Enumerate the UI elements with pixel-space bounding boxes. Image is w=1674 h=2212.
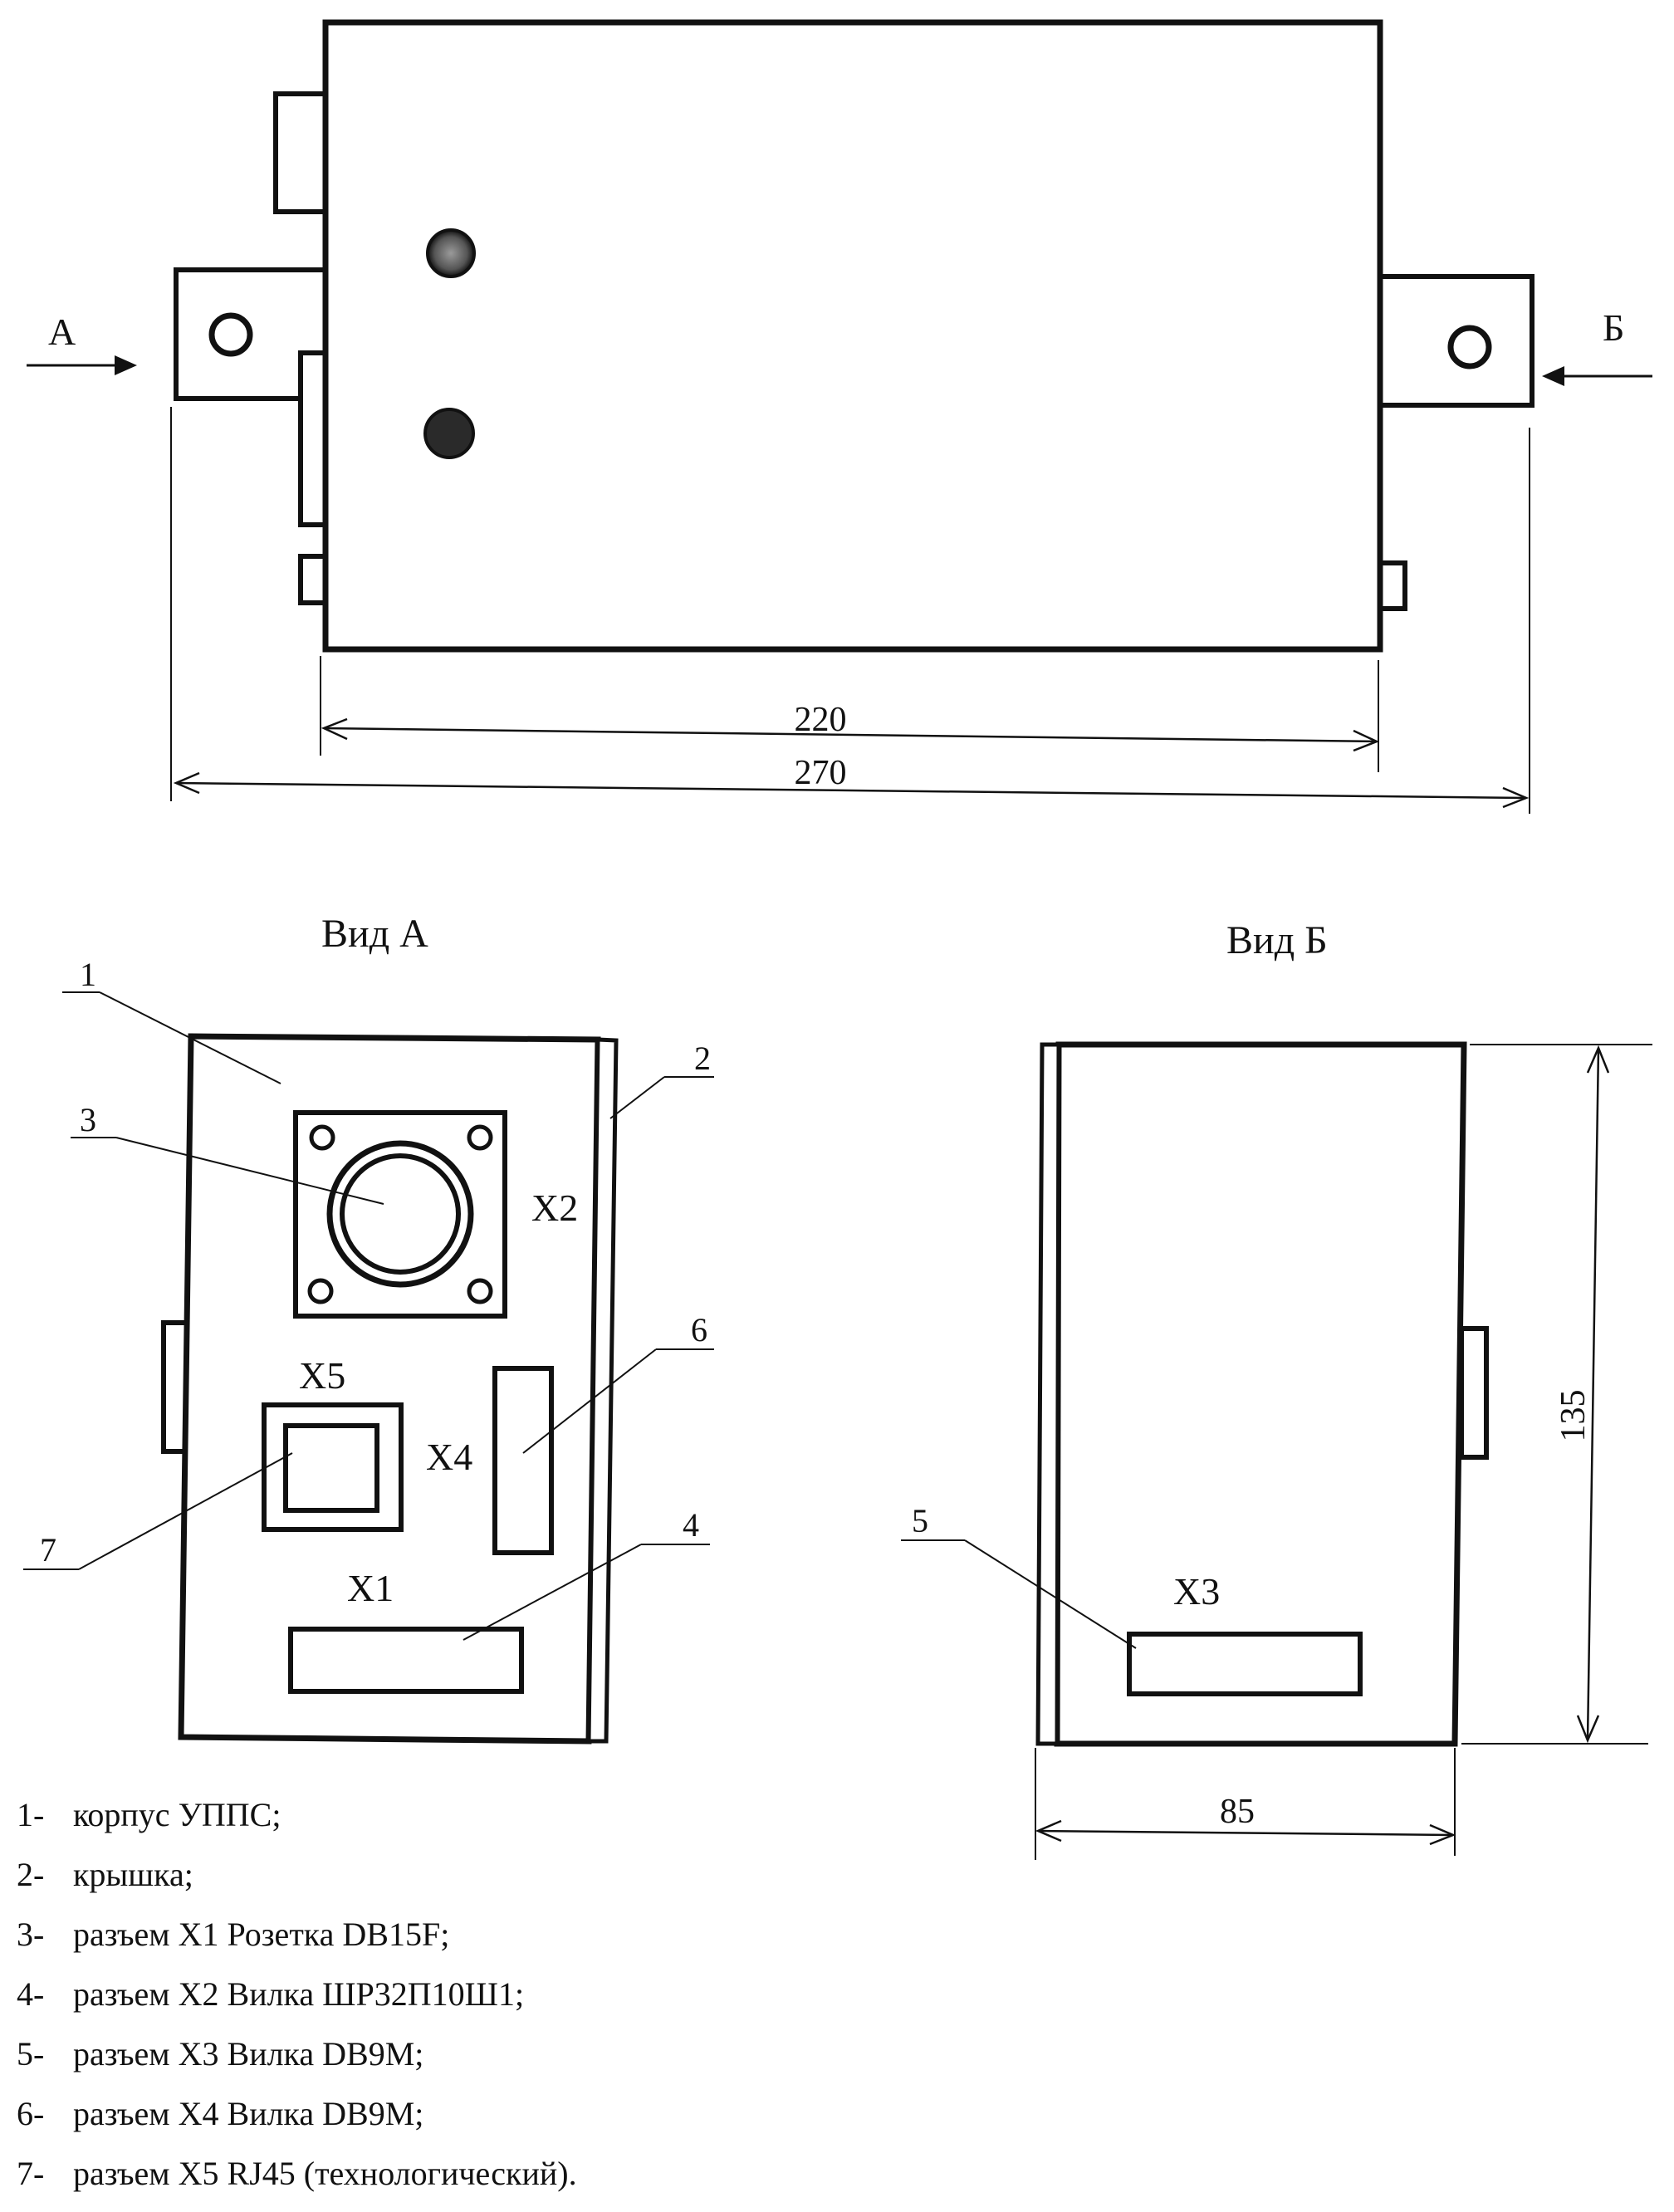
right-mount-hole-icon [1447,325,1492,369]
dim-85-label: 85 [1220,1793,1255,1831]
dim-270-arrow-left-icon [173,771,200,795]
dim-135-label: 135 [1554,1390,1593,1442]
legend-item-text: разъем X2 Вилка ШР32П10Ш1; [73,1975,525,2013]
dim-220-label: 220 [795,701,847,739]
legend-item-number: 4- [17,1975,45,2013]
dim-220-line [323,727,1378,743]
dim-220-arrow-left-icon [321,717,348,741]
dim-85-line [1037,1829,1454,1837]
x2-round-connector-outer-icon [326,1140,474,1288]
legend-item-number: 1- [17,1796,45,1833]
view-b-cover [1035,1042,1061,1746]
callout-1-number: 1 [80,956,96,993]
callout-3-pointer [463,1544,642,1641]
legend-item-number: 5- [17,2035,45,2073]
x3-label: X3 [1173,1570,1220,1613]
top-body [322,19,1383,653]
dim-135-arrow-top-icon [1586,1045,1610,1074]
x5-inner [283,1423,379,1513]
callout-4-pointer [115,1137,384,1205]
indicator-led-upper-icon [426,228,476,278]
x4-label: X4 [426,1436,472,1478]
legend-item-number: 3- [17,1916,45,1953]
callout-4-number: 3 [80,1101,96,1138]
x4-connector [492,1366,554,1555]
legend-item: 6- разъем X4 Вилка DB9M; [17,2084,577,2144]
legend-item: 4- разъем X2 Вилка ШР32П10Ш1; [17,1965,577,2024]
dim-85-arrow-right-icon [1429,1823,1456,1846]
dim-270-line [175,781,1527,800]
dim-85-arrow-left-icon [1035,1819,1062,1843]
legend-item-text: корпус УППС; [73,1796,281,1833]
x2-mount-hole-tl-icon [309,1124,335,1151]
callout-7-number: 7 [40,1531,56,1568]
view-b: Вид Б X3 5 135 85 [901,918,1652,1860]
top-right-mount-ear [1378,274,1534,408]
callout-3-number: 4 [683,1506,699,1544]
legend-list: 1- корпус УППС; 2- крышка; 3- разъем X1 Роз… [17,1785,577,2204]
legend-item-number: 7- [17,2155,45,2192]
callout-2-number: 2 [694,1040,711,1077]
x2-round-connector-inner-icon [340,1153,461,1275]
legend-item: 5- разъем X3 Вилка DB9M; [17,2024,577,2084]
left-mount-hole-icon [208,312,253,357]
legend-item-text: разъем X5 RJ45 (технологический). [73,2155,577,2192]
legend-item: 2- крышка; [17,1845,577,1905]
arrow-a-head-icon [115,355,137,375]
dim-135-arrow-bottom-icon [1576,1715,1600,1744]
x1-connector [288,1627,524,1694]
callout-5-number: 5 [912,1502,928,1539]
legend-item-number: 6- [17,2095,45,2132]
x5-label: X5 [299,1354,345,1397]
x2-mount-hole-br-icon [467,1278,493,1304]
legend-item-number: 2- [17,1856,45,1893]
dim-220-arrow-right-icon [1353,729,1380,752]
top-left-small-tab [298,554,328,605]
view-b-title: Вид Б [1226,918,1328,962]
legend-item-text: крышка; [73,1856,193,1893]
legend-item: 7- разъем X5 RJ45 (технологический). [17,2144,577,2204]
legend-item-text: разъем X3 Вилка DB9M; [73,2035,424,2073]
dim-270-arrow-right-icon [1502,786,1530,809]
legend-item: 3- разъем X1 Розетка DB15F; [17,1905,577,1965]
x2-mount-hole-tr-icon [467,1124,493,1151]
x2-label: X2 [531,1187,578,1229]
arrow-b-head-icon [1542,366,1564,386]
callout-7-pointer [78,1452,293,1570]
legend-item-text: разъем X4 Вилка DB9M; [73,2095,424,2132]
arrow-a-label: А [48,311,76,353]
dim-270-label: 270 [795,754,847,792]
legend-item: 1- корпус УППС; [17,1785,577,1845]
x1-label: X1 [347,1567,394,1609]
callout-5-pointer [964,1539,1137,1649]
arrow-b-label: Б [1603,306,1624,349]
top-left-upper-tab [273,91,328,214]
view-b-side-tab [1459,1326,1489,1460]
x2-mount-hole-bl-icon [307,1278,334,1304]
top-view: А Б 220 270 [27,19,1652,814]
view-a-title: Вид А [321,912,428,956]
top-right-small-tab [1378,560,1407,611]
view-a: Вид А X2 X5 X4 X1 1 3 2 [23,912,714,1745]
indicator-led-lower-icon [423,408,475,459]
dim-135-line [1586,1047,1600,1741]
top-left-long-tab [298,350,328,527]
callout-6-pointer [522,1348,657,1454]
callout-1-pointer [99,991,281,1084]
legend-item-text: разъем X1 Розетка DB15F; [73,1916,450,1953]
x3-connector [1127,1632,1363,1696]
callout-6-number: 6 [691,1311,707,1348]
callout-2-pointer [609,1076,665,1119]
